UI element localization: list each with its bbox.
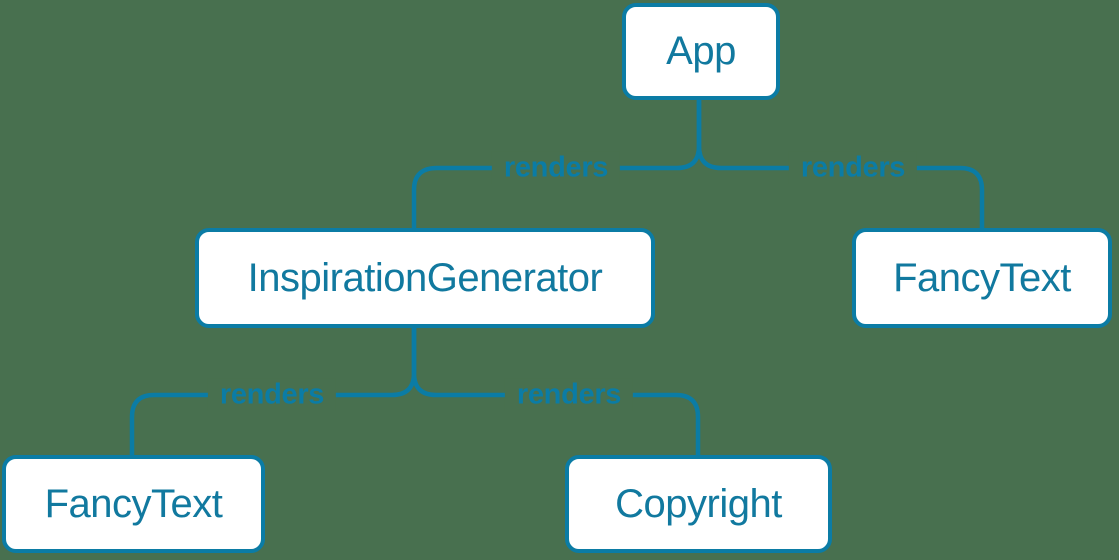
node-fancy-text-bottom: FancyText [2, 455, 265, 553]
node-fancy-text-top-label: FancyText [893, 255, 1071, 300]
node-app-label: App [666, 29, 736, 73]
edge-label-renders-inspirationgenerator-fancytext: renders [207, 378, 337, 412]
node-fancy-text-top: FancyText [852, 228, 1112, 328]
edge-label-renders-app-fancytext: renders [788, 151, 918, 185]
edge-label-renders-inspirationgenerator-copyright: renders [504, 378, 634, 412]
node-copyright-label: Copyright [615, 481, 782, 526]
node-inspiration-generator: InspirationGenerator [195, 228, 655, 328]
node-fancy-text-bottom-label: FancyText [44, 481, 223, 526]
node-app: App [622, 3, 780, 100]
node-copyright: Copyright [565, 455, 832, 553]
node-inspiration-generator-label: InspirationGenerator [247, 255, 603, 300]
edge-label-renders-app-inspirationgenerator: renders [491, 151, 621, 185]
